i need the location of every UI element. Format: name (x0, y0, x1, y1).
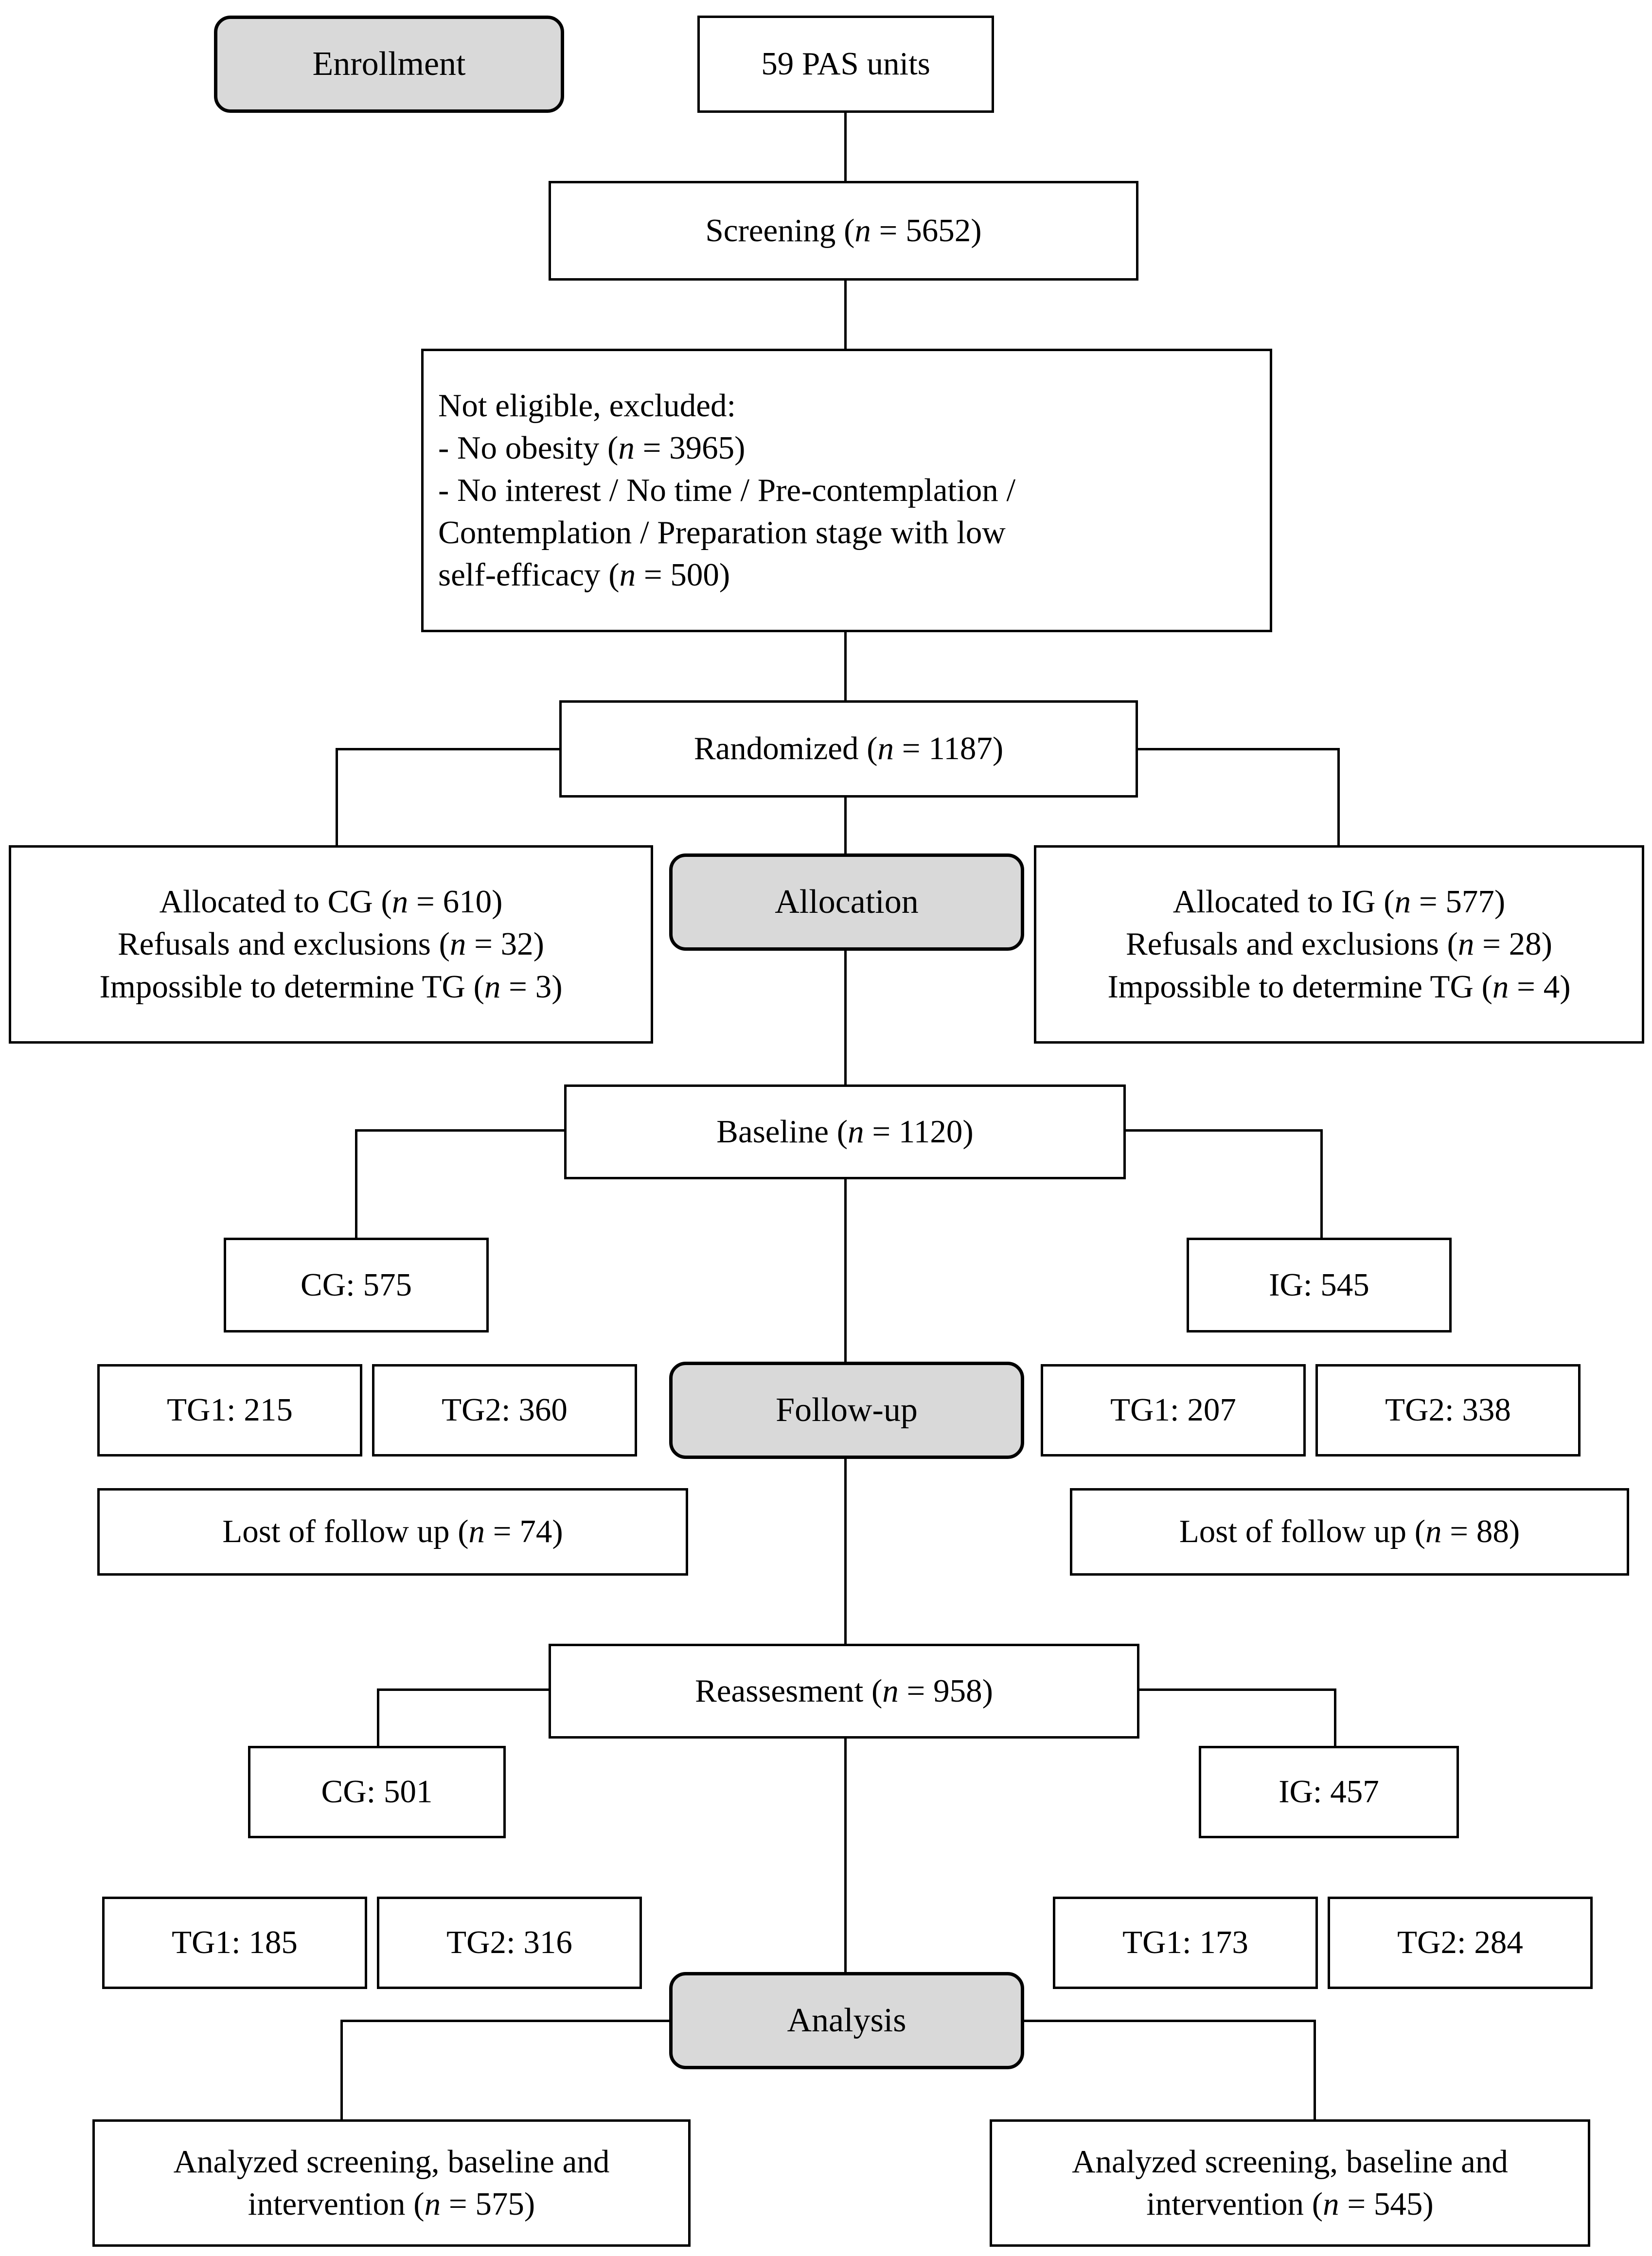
node-baseline-ig-tg1-text: TG1: 207 (1110, 1392, 1236, 1428)
analyzed-cg-line-1: Analyzed screening, baseline and (173, 2143, 610, 2180)
excluded-line-4: Contemplation / Preparation stage with l… (438, 515, 1006, 551)
node-analyzed-ig: Analyzed screening, baseline and interve… (990, 2119, 1590, 2247)
excluded-line-2: - No obesity (n = 3965) (438, 429, 746, 466)
connector-randomized-right-vertical (1337, 748, 1340, 845)
node-baseline-cg: CG: 575 (224, 1238, 489, 1332)
node-baseline-cg-text: CG: 575 (301, 1266, 412, 1303)
connector-analysis-right-horizontal (1024, 2020, 1316, 2022)
alloc-ig-line-3: Impossible to determine TG (n = 4) (1107, 968, 1571, 1005)
connector-screening-to-excluded (844, 281, 847, 349)
node-reassess-cg-tg1-text: TG1: 185 (172, 1924, 298, 1961)
excluded-line-5: self-efficacy (n = 500) (438, 557, 730, 593)
node-allocated-cg: Allocated to CG (n = 610) Refusals and e… (9, 845, 653, 1044)
node-reassess-cg-tg2: TG2: 316 (377, 1897, 642, 1989)
stage-allocation-text: Allocation (775, 883, 919, 921)
connector-reassesment-right-horizontal (1139, 1688, 1336, 1691)
node-lost-followup-ig: Lost of follow up (n = 88) (1070, 1488, 1629, 1576)
alloc-cg-line-1: Allocated to CG (n = 610) (159, 884, 503, 920)
analyzed-ig-line-1: Analyzed screening, baseline and (1072, 2143, 1508, 2180)
node-pas-units-text: 59 PAS units (761, 46, 930, 82)
node-screening: Screening (n = 5652) (549, 181, 1138, 281)
node-baseline-cg-tg2: TG2: 360 (372, 1364, 637, 1457)
stage-analysis-text: Analysis (787, 2002, 906, 2039)
node-reassess-ig-tg1: TG1: 173 (1053, 1897, 1318, 1989)
connector-analysis-right-vertical (1314, 2020, 1316, 2119)
node-reassesment-text: Reassesment (n = 958) (695, 1672, 993, 1709)
node-not-eligible-excluded: Not eligible, excluded: - No obesity (n … (421, 349, 1272, 632)
analyzed-ig-line-2: intervention (n = 545) (1146, 2186, 1434, 2222)
node-reassess-ig-tg2-text: TG2: 284 (1397, 1924, 1523, 1961)
connector-reassesment-down-trunk (844, 1739, 847, 1996)
node-pas-units: 59 PAS units (697, 16, 994, 113)
node-randomized: Randomized (n = 1187) (559, 700, 1138, 798)
excluded-line-1: Not eligible, excluded: (438, 387, 736, 424)
connector-baseline-left-horizontal (355, 1129, 564, 1132)
excluded-line-3: - No interest / No time / Pre-contemplat… (438, 472, 1016, 508)
node-reassess-cg-tg2-text: TG2: 316 (446, 1924, 572, 1961)
node-allocated-ig: Allocated to IG (n = 577) Refusals and e… (1034, 845, 1644, 1044)
connector-reassesment-left-horizontal (377, 1688, 549, 1691)
node-baseline-cg-tg1: TG1: 215 (97, 1364, 362, 1457)
stage-label-allocation: Allocation (669, 853, 1024, 951)
connector-randomized-right-horizontal (1138, 748, 1340, 750)
stage-followup-text: Follow-up (776, 1391, 918, 1429)
connector-baseline-right-horizontal (1126, 1129, 1323, 1132)
node-analyzed-cg: Analyzed screening, baseline and interve… (92, 2119, 691, 2247)
node-lost-followup-ig-text: Lost of follow up (n = 88) (1179, 1513, 1520, 1550)
node-baseline-text: Baseline (n = 1120) (716, 1113, 974, 1150)
node-reassess-ig-text: IG: 457 (1279, 1774, 1379, 1810)
alloc-ig-line-2: Refusals and exclusions (n = 28) (1125, 926, 1552, 962)
alloc-ig-line-1: Allocated to IG (n = 577) (1172, 884, 1506, 920)
node-reassess-cg-tg1: TG1: 185 (102, 1897, 367, 1989)
node-baseline-ig-tg1: TG1: 207 (1041, 1364, 1306, 1457)
stage-label-enrollment: Enrollment (214, 16, 564, 113)
node-baseline-ig-tg2: TG2: 338 (1315, 1364, 1581, 1457)
connector-pas-to-screening (844, 113, 847, 181)
connector-randomized-left-vertical (336, 748, 338, 845)
stage-label-followup: Follow-up (669, 1362, 1024, 1459)
node-baseline: Baseline (n = 1120) (564, 1084, 1126, 1179)
connector-randomized-left-horizontal (336, 748, 560, 750)
node-reassesment: Reassesment (n = 958) (549, 1644, 1139, 1739)
node-baseline-cg-tg2-text: TG2: 360 (442, 1392, 568, 1428)
node-baseline-ig-text: IG: 545 (1269, 1266, 1369, 1303)
node-reassess-cg: CG: 501 (248, 1746, 506, 1838)
alloc-cg-line-2: Refusals and exclusions (n = 32) (117, 926, 544, 962)
node-screening-text: Screening (n = 5652) (705, 212, 982, 249)
node-reassess-ig-tg1-text: TG1: 173 (1122, 1924, 1248, 1961)
node-reassess-cg-text: CG: 501 (321, 1774, 433, 1810)
node-reassess-ig: IG: 457 (1199, 1746, 1459, 1838)
alloc-cg-line-3: Impossible to determine TG (n = 3) (99, 968, 563, 1005)
analyzed-cg-line-2: intervention (n = 575) (248, 2186, 535, 2222)
stage-enrollment-text: Enrollment (312, 45, 466, 83)
node-baseline-ig: IG: 545 (1187, 1238, 1452, 1332)
node-lost-followup-cg: Lost of follow up (n = 74) (97, 1488, 688, 1576)
connector-baseline-right-vertical (1320, 1129, 1323, 1239)
connector-excluded-to-randomized (844, 632, 847, 700)
node-reassess-ig-tg2: TG2: 284 (1328, 1897, 1593, 1989)
connector-analysis-left-vertical (340, 2020, 343, 2119)
node-lost-followup-cg-text: Lost of follow up (n = 74) (222, 1513, 563, 1550)
node-baseline-ig-tg2-text: TG2: 338 (1385, 1392, 1511, 1428)
stage-label-analysis: Analysis (669, 1972, 1024, 2069)
connector-analysis-left-horizontal (340, 2020, 669, 2022)
node-baseline-cg-tg1-text: TG1: 215 (167, 1392, 293, 1428)
connector-baseline-left-vertical (355, 1129, 357, 1239)
node-randomized-text: Randomized (n = 1187) (693, 730, 1004, 767)
